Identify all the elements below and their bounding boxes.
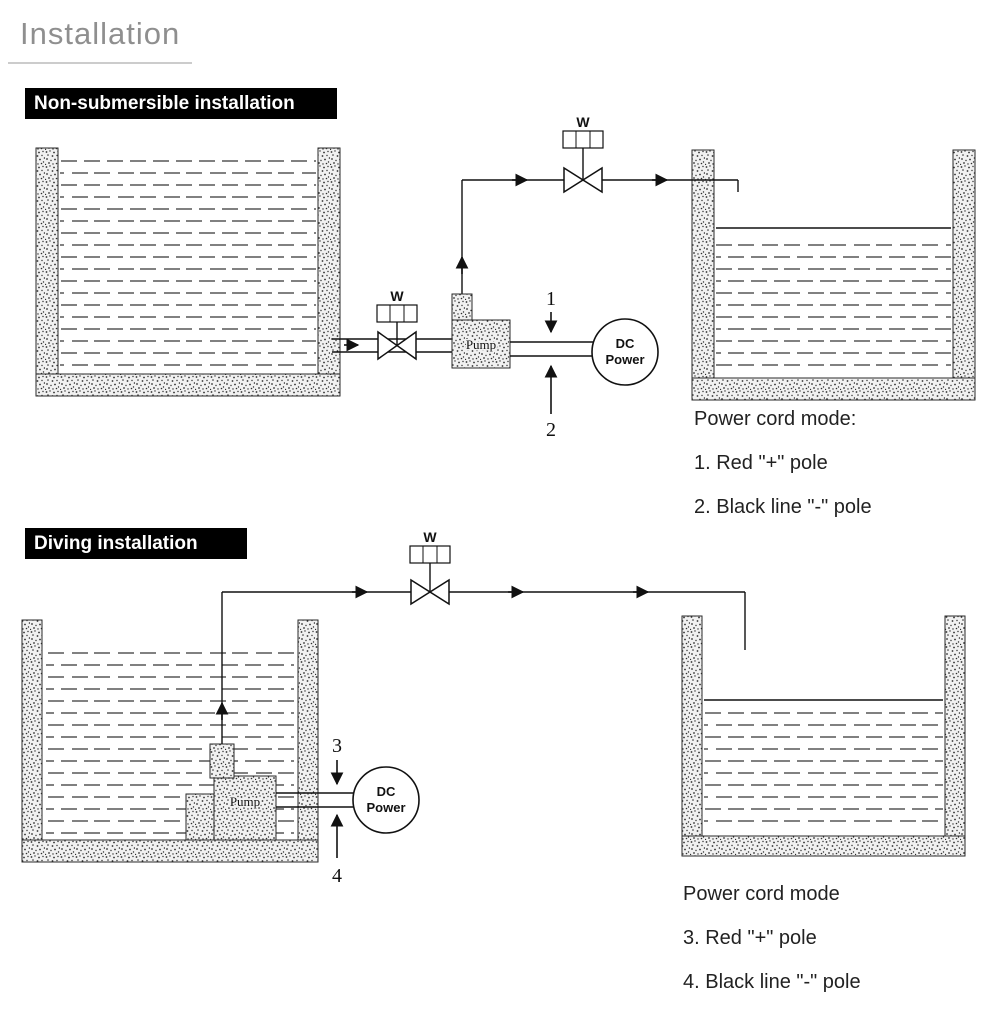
tank-wall [35, 147, 59, 397]
tank-wall [317, 147, 341, 375]
note-item: 4. Black line "-" pole [683, 971, 861, 993]
valve-label: W [576, 114, 590, 130]
power-cord-notes-1: Power cord mode: 1. Red "+" pole 2. Blac… [694, 408, 872, 540]
valve-icon: W [562, 114, 604, 194]
pump-step [185, 793, 215, 841]
tank-wall [681, 835, 966, 857]
dc-label: DC [616, 336, 635, 351]
tank-wall [21, 839, 319, 863]
tank-wall [681, 615, 703, 837]
source-tank [35, 147, 341, 397]
dc-power-motor: DC Power [352, 766, 420, 834]
diagram-diving: Pump DC Power W [21, 529, 966, 887]
tank-wall [952, 149, 976, 379]
tank-wall [691, 149, 715, 379]
valve-icon: W [376, 288, 418, 361]
flow-arrows [215, 585, 650, 720]
note-item: 2. Black line "-" pole [694, 496, 872, 518]
tank-wall [944, 615, 966, 837]
tank-wall [691, 377, 976, 401]
dc-label: DC [377, 784, 396, 799]
valve-label: W [390, 288, 404, 304]
pump-label: Pump [466, 337, 496, 352]
dc-power-motor: DC Power [591, 318, 659, 386]
note-item: 3. Red "+" pole [683, 927, 817, 949]
submerged-pump: Pump [185, 743, 277, 841]
pump-riser [209, 743, 235, 779]
page-title: Installation [20, 16, 181, 51]
tank-wall [21, 619, 43, 863]
wire-number: 3 [332, 735, 342, 757]
wire-callouts: 1 2 [544, 288, 558, 441]
section-label-non-submersible: Non-submersible installation [25, 88, 337, 119]
tank-wall [35, 373, 341, 397]
power-label: Power [366, 800, 405, 815]
pump-riser [451, 293, 473, 322]
destination-tank [691, 149, 976, 401]
valve-label: W [423, 529, 437, 545]
pump-label: Pump [230, 794, 260, 809]
title-underline [8, 62, 192, 64]
water [716, 234, 951, 372]
power-cord-notes-2: Power cord mode 3. Red "+" pole 4. Black… [683, 883, 861, 1015]
flow-arrows [344, 173, 669, 352]
water [60, 154, 316, 370]
wire-number: 2 [546, 419, 556, 441]
destination-tank [681, 615, 966, 857]
notes-heading: Power cord mode [683, 883, 840, 905]
pump-body [451, 319, 511, 369]
water [704, 706, 943, 830]
wire-number: 1 [546, 288, 556, 310]
wire-number: 4 [332, 865, 342, 887]
pump-body [213, 775, 277, 841]
diagram-non-submersible: Pump DC Power W W [35, 114, 976, 441]
power-cord [276, 792, 354, 808]
valve-icon: W [409, 529, 451, 606]
source-tank [21, 619, 319, 863]
notes-heading: Power cord mode: [694, 408, 857, 430]
power-label: Power [605, 352, 644, 367]
note-item: 1. Red "+" pole [694, 452, 828, 474]
power-cord [510, 341, 593, 357]
piping [332, 179, 739, 353]
wire-callouts: 3 4 [330, 735, 344, 887]
section-label-diving: Diving installation [25, 528, 247, 559]
